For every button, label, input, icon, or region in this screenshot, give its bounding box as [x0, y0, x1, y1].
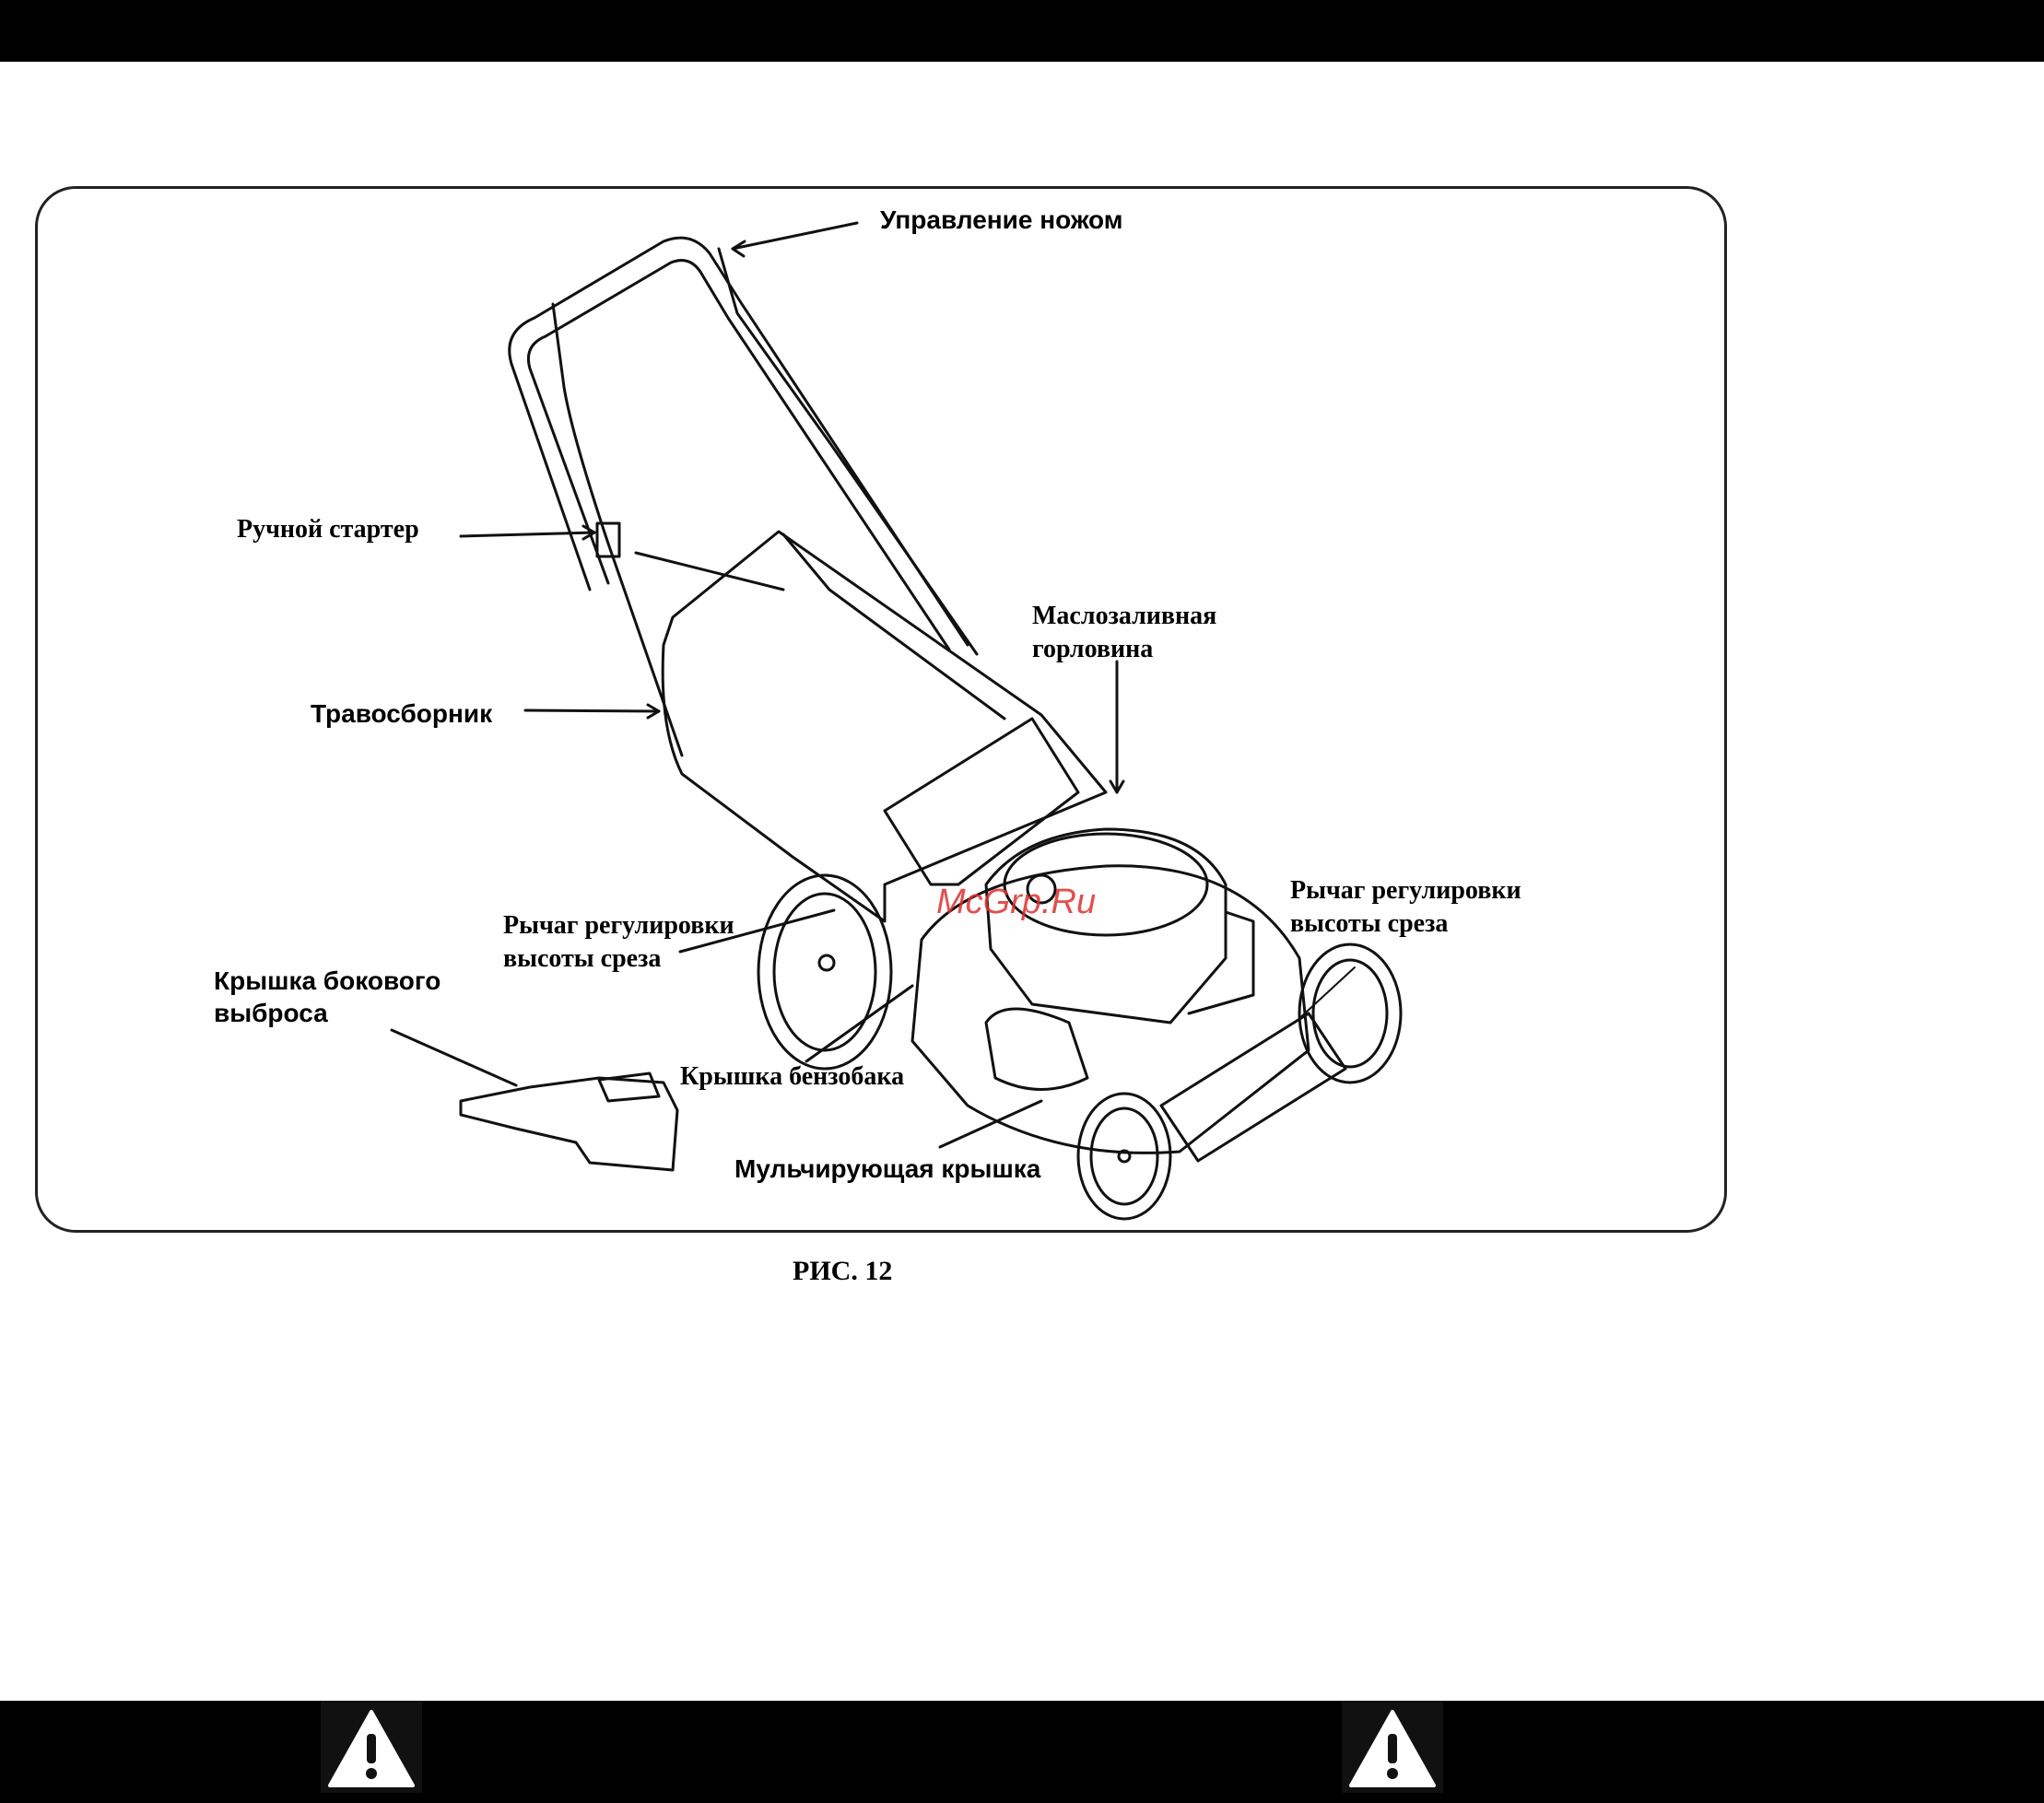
- label-grass-catcher: Травосборник: [311, 698, 492, 730]
- label-blade-control: Управление ножом: [880, 205, 1123, 236]
- label-height-lever-left-line1: Рычаг регулировки: [503, 910, 734, 942]
- bottom-black-bar: [0, 1701, 2044, 1803]
- label-height-lever-left-line2: высоты среза: [503, 943, 661, 975]
- label-fuel-cap: Крышка бензобака: [680, 1061, 904, 1093]
- figure-caption: РИС. 12: [793, 1255, 892, 1288]
- label-height-lever-right-line2: высоты среза: [1290, 908, 1448, 940]
- label-side-discharge-line1: Крышка бокового: [214, 966, 441, 997]
- label-mulch-plug: Мульчирующая крышка: [734, 1153, 1040, 1185]
- label-oil-filler-line1: Маслозаливная: [1032, 601, 1216, 632]
- label-oil-filler-line2: горловина: [1032, 634, 1153, 665]
- label-manual-starter: Ручной стартер: [237, 514, 419, 545]
- warning-icon: [321, 1701, 422, 1793]
- label-side-discharge-line2: выброса: [214, 998, 328, 1029]
- label-height-lever-right-line1: Рычаг регулировки: [1290, 875, 1521, 907]
- warning-icon: [1342, 1701, 1443, 1793]
- watermark: McGrp.Ru: [936, 883, 1096, 922]
